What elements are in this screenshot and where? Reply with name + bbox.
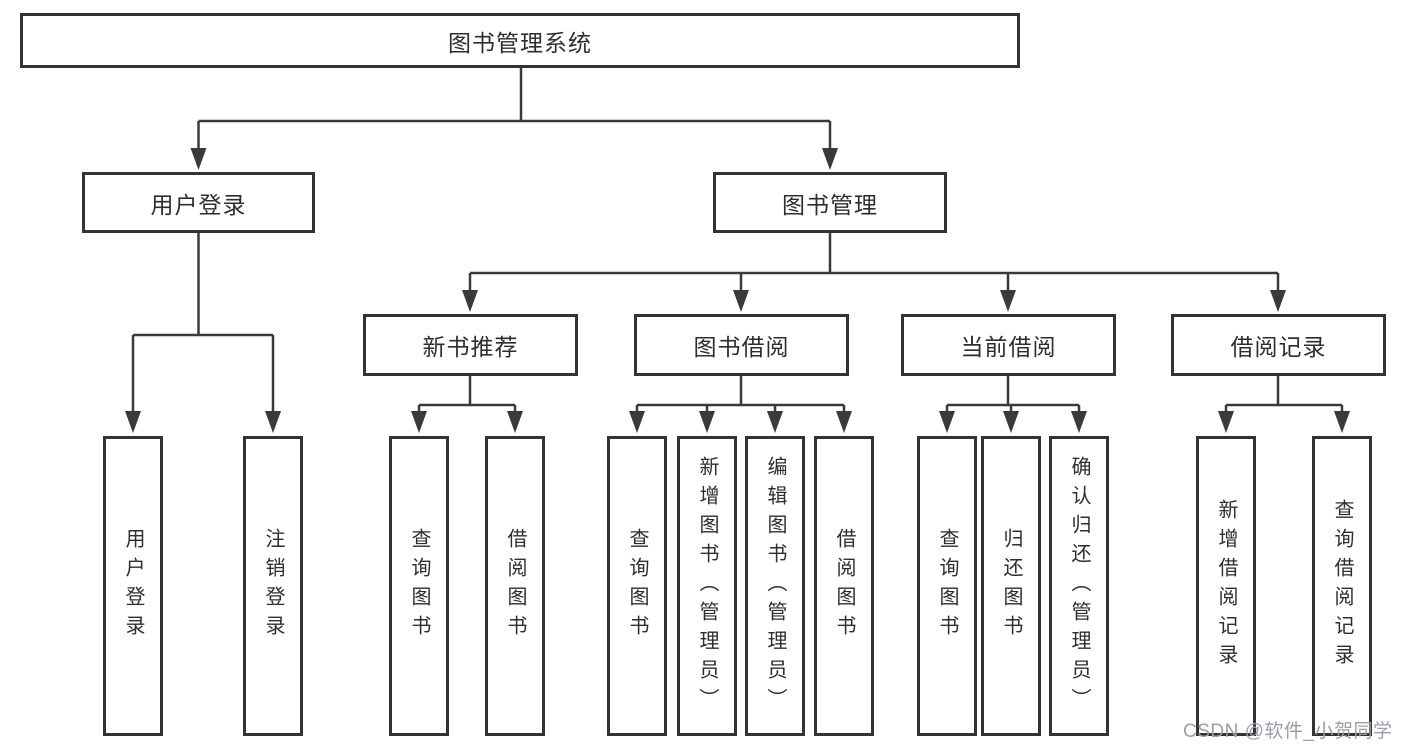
leaf-user-login: 用户登录 (103, 436, 163, 736)
leaf-borrow-books: 借阅图书 (485, 436, 545, 736)
node-book-borrowing: 图书借阅 (634, 314, 849, 376)
node-current-borrowing: 当前借阅 (901, 314, 1116, 376)
node-root-system: 图书管理系统 (20, 13, 1020, 68)
node-user-login: 用户登录 (82, 172, 315, 233)
leaf-logout: 注销登录 (243, 436, 303, 736)
connector-book-borrow-to-leaves (629, 376, 852, 433)
leaf-query-books: 查询图书 (917, 436, 977, 736)
connector-new-rec-to-leaves (411, 376, 523, 433)
node-borrowing-records: 借阅记录 (1171, 314, 1386, 376)
leaf-query-books: 查询图书 (607, 436, 667, 736)
connector-cur-borrow-to-leaves (939, 376, 1087, 433)
node-book-management: 图书管理 (713, 172, 947, 233)
node-new-book-recommend: 新书推荐 (363, 314, 578, 376)
leaf-query-borrow-record: 查询借阅记录 (1312, 436, 1372, 736)
leaf-query-books: 查询图书 (389, 436, 449, 736)
leaf-return-books: 归还图书 (981, 436, 1041, 736)
connector-root-to-level2 (190, 68, 838, 170)
leaf-edit-books-admin: 编辑图书（管理员） (745, 436, 805, 736)
connector-book-mgmt-to-level3 (462, 233, 1286, 312)
csdn-watermark: CSDN @软件_小贺同学 (1183, 721, 1393, 742)
leaf-confirm-return-admin: 确认归还（管理员） (1049, 436, 1109, 736)
connector-user-login-to-leaves (125, 233, 281, 433)
leaf-add-borrow-record: 新增借阅记录 (1196, 436, 1256, 736)
leaf-borrow-books: 借阅图书 (814, 436, 874, 736)
connector-borrow-record-to-leaves (1218, 376, 1350, 433)
leaf-add-books-admin: 新增图书（管理员） (677, 436, 737, 736)
